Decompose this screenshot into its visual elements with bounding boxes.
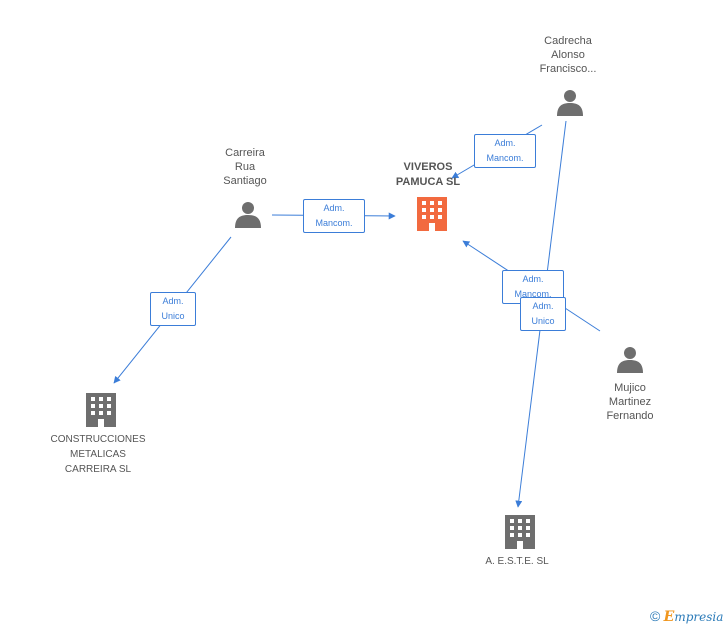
brand-name: mpresia <box>674 610 724 624</box>
label-line: PAMUCA SL <box>395 176 461 188</box>
empresia-logo[interactable]: © Empresia <box>650 608 723 625</box>
label-line: A. E.S.T.E. SL <box>485 556 549 567</box>
building-icon[interactable] <box>505 515 535 549</box>
badge-line: Adm. <box>323 203 345 213</box>
badge-line: Unico <box>161 311 185 321</box>
person-label-carreira[interactable]: Carreira Rua Santiago <box>195 146 295 188</box>
badge-line: Adm. <box>494 138 516 148</box>
badge-line: Mancom. <box>315 218 353 228</box>
brand-initial: E <box>663 609 675 625</box>
label-line: Santiago <box>223 175 267 187</box>
role-badge-carreira-center: Adm. Mancom. <box>303 199 365 233</box>
badge-line: Adm. <box>522 274 544 284</box>
label-line: METALICAS <box>70 449 126 460</box>
label-line: Cadrecha <box>544 35 592 47</box>
badge-line: Mancom. <box>486 153 524 163</box>
label-line: Rua <box>234 161 256 173</box>
badge-line: Adm. <box>532 301 554 311</box>
label-line: Alonso <box>551 49 585 61</box>
label-line: Martinez <box>608 396 652 408</box>
person-icon[interactable] <box>557 90 583 116</box>
label-line: Francisco... <box>539 63 597 75</box>
copyright-symbol: © <box>650 608 661 624</box>
role-badge-cadrecha-aeste: Adm. Unico <box>520 297 566 331</box>
center-company-label[interactable]: VIVEROS PAMUCA SL <box>378 160 478 190</box>
role-badge-carreira-construcciones: Adm. Unico <box>150 292 196 326</box>
label-line: Mujico <box>614 382 646 394</box>
person-label-mujico[interactable]: Mujico Martinez Fernando <box>578 381 682 423</box>
person-icon[interactable] <box>617 347 643 373</box>
label-line: Carreira <box>225 147 265 159</box>
badge-line: Mancom. <box>514 289 552 299</box>
building-icon[interactable] <box>417 197 447 231</box>
company-label-aeste[interactable]: A. E.S.T.E. SL <box>462 555 572 569</box>
building-icon[interactable] <box>86 393 116 427</box>
role-badge-cadrecha-center: Adm. Mancom. <box>474 134 536 168</box>
label-line: Fernando <box>606 410 654 422</box>
label-line: CONSTRUCCIONES <box>50 434 146 445</box>
label-line: CARREIRA SL <box>64 464 132 475</box>
label-line: VIVEROS <box>403 161 453 173</box>
company-label-construcciones[interactable]: CONSTRUCCIONES METALICAS CARREIRA SL <box>38 432 158 477</box>
badge-line: Unico <box>531 316 555 326</box>
person-icon[interactable] <box>235 202 261 228</box>
person-label-cadrecha[interactable]: Cadrecha Alonso Francisco... <box>518 34 618 76</box>
badge-line: Adm. <box>162 296 184 306</box>
